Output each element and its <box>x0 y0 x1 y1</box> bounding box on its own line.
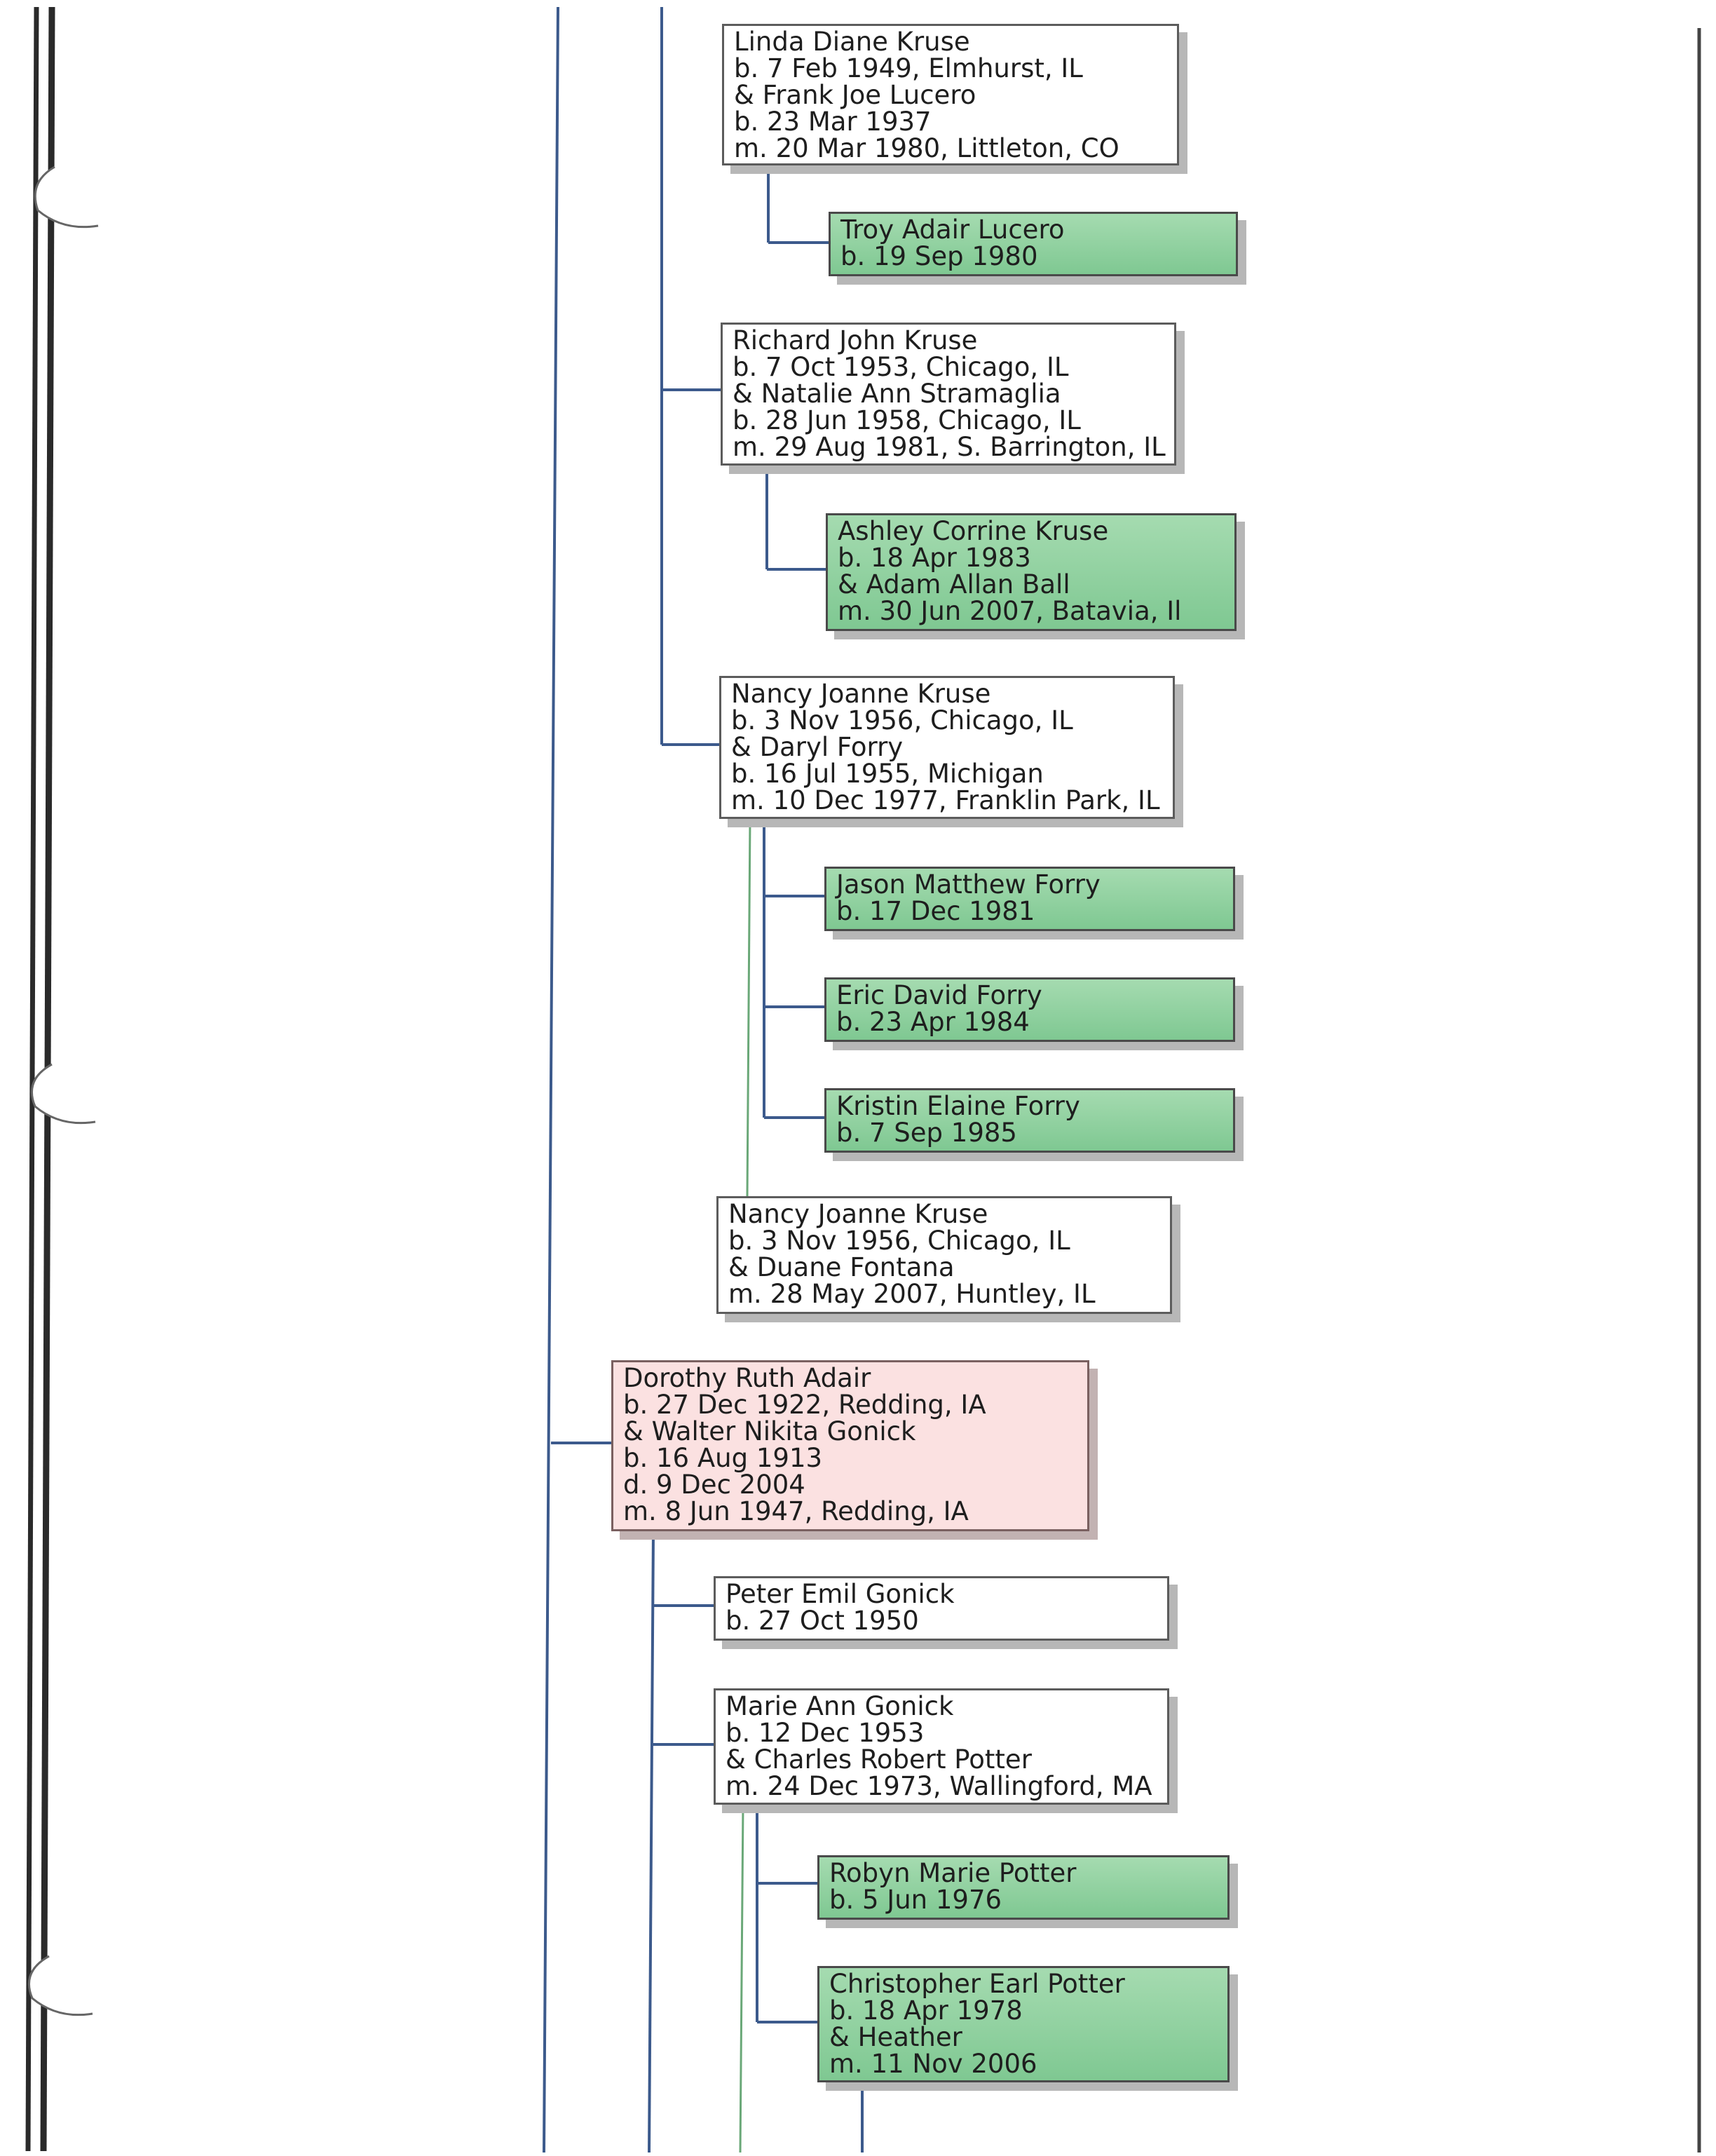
person-box-nancy-forry: Nancy Joanne Kruse b. 3 Nov 1956, Chicag… <box>719 676 1175 819</box>
marriage-info: m. 8 Jun 1947, Redding, IA <box>623 1496 969 1526</box>
person-name: Peter Emil Gonick <box>726 1579 955 1609</box>
birth-info: b. 23 Apr 1984 <box>836 1007 1030 1037</box>
person-name: Troy Adair Lucero <box>840 215 1065 245</box>
marriage-info: m. 30 Jun 2007, Batavia, Il <box>838 596 1182 626</box>
birth-info: b. 17 Dec 1981 <box>836 896 1035 926</box>
spouse-name: & Adam Allan Ball <box>838 569 1070 599</box>
birth-info: b. 12 Dec 1953 <box>726 1718 925 1748</box>
punch-hole <box>34 165 99 229</box>
spouse-death: d. 9 Dec 2004 <box>623 1470 805 1500</box>
person-name: Nancy Joanne Kruse <box>731 679 991 709</box>
spouse-name: & Heather <box>829 2022 962 2052</box>
birth-info: b. 5 Jun 1976 <box>829 1885 1002 1915</box>
person-box-jason: Jason Matthew Forry b. 17 Dec 1981 <box>824 867 1235 931</box>
spouse-name: & Frank Joe Lucero <box>734 80 976 110</box>
birth-info: b. 19 Sep 1980 <box>840 241 1038 271</box>
birth-info: b. 18 Apr 1983 <box>838 543 1031 573</box>
person-box-troy: Troy Adair Lucero b. 19 Sep 1980 <box>829 212 1238 276</box>
person-name: Jason Matthew Forry <box>836 869 1101 900</box>
generation-line <box>543 6 559 2153</box>
person-box-marie: Marie Ann Gonick b. 12 Dec 1953 & Charle… <box>714 1688 1169 1805</box>
spouse-name: & Walter Nikita Gonick <box>623 1416 916 1446</box>
person-box-peter: Peter Emil Gonick b. 27 Oct 1950 <box>714 1576 1169 1641</box>
marriage-info: m. 20 Mar 1980, Littleton, CO <box>734 133 1119 163</box>
marriage-info: m. 10 Dec 1977, Franklin Park, IL <box>731 785 1160 815</box>
person-box-linda: Linda Diane Kruse b. 7 Feb 1949, Elmhurs… <box>722 24 1179 165</box>
birth-info: b. 27 Dec 1922, Redding, IA <box>623 1390 986 1420</box>
marriage-info: m. 29 Aug 1981, S. Barrington, IL <box>733 432 1166 462</box>
person-name: Ashley Corrine Kruse <box>838 516 1109 546</box>
child-line <box>648 1531 655 2153</box>
person-box-dorothy: Dorothy Ruth Adair b. 27 Dec 1922, Reddi… <box>611 1360 1089 1531</box>
person-name: Richard John Kruse <box>733 325 978 355</box>
spouse-name: & Charles Robert Potter <box>726 1744 1032 1775</box>
spouse-birth: b. 23 Mar 1937 <box>734 107 932 137</box>
person-name: Nancy Joanne Kruse <box>728 1199 988 1229</box>
person-name: Kristin Elaine Forry <box>836 1091 1080 1121</box>
person-box-ashley: Ashley Corrine Kruse b. 18 Apr 1983 & Ad… <box>826 513 1237 631</box>
spouse-birth: b. 28 Jun 1958, Chicago, IL <box>733 405 1081 435</box>
person-name: Christopher Earl Potter <box>829 1969 1125 1999</box>
punch-hole <box>31 1063 96 1125</box>
spouse-name: & Duane Fontana <box>728 1252 955 1282</box>
person-name: Robyn Marie Potter <box>829 1858 1077 1888</box>
person-box-richard: Richard John Kruse b. 7 Oct 1953, Chicag… <box>721 323 1176 466</box>
person-box-christopher: Christopher Earl Potter b. 18 Apr 1978 &… <box>817 1966 1230 2082</box>
birth-info: b. 7 Feb 1949, Elmhurst, IL <box>734 53 1083 83</box>
spouse-birth: b. 16 Aug 1913 <box>623 1443 823 1473</box>
marriage-info: m. 24 Dec 1973, Wallingford, MA <box>726 1771 1152 1801</box>
person-box-robyn: Robyn Marie Potter b. 5 Jun 1976 <box>817 1855 1230 1920</box>
person-name: Eric David Forry <box>836 980 1042 1010</box>
person-box-eric: Eric David Forry b. 23 Apr 1984 <box>824 977 1235 1042</box>
birth-info: b. 7 Sep 1985 <box>836 1118 1017 1148</box>
birth-info: b. 3 Nov 1956, Chicago, IL <box>728 1226 1070 1256</box>
person-name: Linda Diane Kruse <box>734 27 970 57</box>
spouse-name: & Daryl Forry <box>731 732 904 762</box>
birth-info: b. 3 Nov 1956, Chicago, IL <box>731 705 1073 735</box>
birth-info: b. 27 Oct 1950 <box>726 1606 919 1636</box>
birth-info: b. 7 Oct 1953, Chicago, IL <box>733 352 1069 382</box>
person-box-nancy-fontana: Nancy Joanne Kruse b. 3 Nov 1956, Chicag… <box>716 1196 1172 1314</box>
punch-hole <box>28 1955 93 2016</box>
spouse-name: & Natalie Ann Stramaglia <box>733 379 1061 409</box>
spouse-line <box>746 818 751 1197</box>
person-name: Dorothy Ruth Adair <box>623 1363 871 1393</box>
marriage-info: m. 28 May 2007, Huntley, IL <box>728 1279 1096 1309</box>
birth-info: b. 18 Apr 1978 <box>829 1995 1023 2026</box>
person-box-kristin: Kristin Elaine Forry b. 7 Sep 1985 <box>824 1088 1235 1153</box>
person-name: Marie Ann Gonick <box>726 1691 954 1721</box>
binder-edge-line-outer <box>25 6 39 2152</box>
spouse-line <box>739 1804 744 2153</box>
marriage-info: m. 11 Nov 2006 <box>829 2049 1037 2079</box>
spouse-birth: b. 16 Jul 1955, Michigan <box>731 759 1044 789</box>
